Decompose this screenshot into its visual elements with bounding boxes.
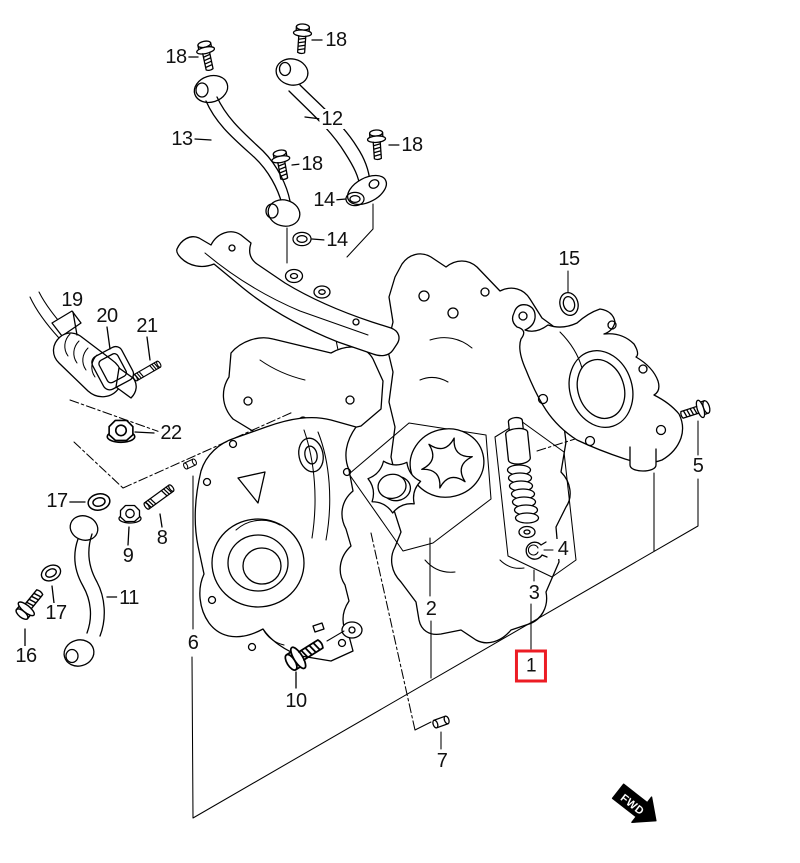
callout-11[interactable]: 11 — [117, 587, 141, 609]
callout-18-4[interactable]: 18 — [299, 153, 325, 175]
relief-valve-assembly — [494, 416, 577, 578]
callout-15[interactable]: 15 — [556, 248, 582, 270]
crankcase-left — [222, 337, 384, 434]
circlip — [525, 541, 548, 560]
oil-pipe-12 — [275, 58, 388, 258]
o-ring-15 — [559, 292, 579, 316]
leader-bolt-10-boss — [326, 630, 345, 642]
rotor-set — [348, 422, 492, 552]
callout-21[interactable]: 21 — [134, 315, 160, 337]
callout-6[interactable]: 6 — [185, 632, 201, 654]
callout-18-2[interactable]: 18 — [323, 29, 349, 51]
oil-pipe-11 — [63, 515, 105, 667]
callout-17-1[interactable]: 17 — [44, 490, 70, 512]
callout-17-2[interactable]: 17 — [43, 602, 69, 624]
callout-4[interactable]: 4 — [555, 538, 571, 560]
oil-pan-rail — [176, 231, 400, 357]
relief-valve-piston — [505, 416, 531, 465]
gasket-20 — [91, 345, 135, 391]
callout-18-1[interactable]: 18 — [163, 46, 189, 68]
assembly-leader-lines — [191, 270, 699, 819]
callout-16[interactable]: 16 — [13, 645, 39, 667]
callout-7[interactable]: 7 — [434, 750, 450, 772]
callout-19[interactable]: 19 — [59, 289, 85, 311]
fwd-arrow — [611, 783, 657, 823]
callout-14-1[interactable]: 14 — [311, 189, 337, 211]
callout-22[interactable]: 22 — [158, 422, 184, 444]
callout-18-3[interactable]: 18 — [399, 134, 425, 156]
label-leaders — [24, 39, 401, 689]
oil-pump-cover — [511, 292, 684, 472]
oil-pipe-13 — [193, 74, 301, 264]
relief-valve-spring — [506, 464, 540, 524]
callout-2[interactable]: 2 — [423, 598, 439, 620]
callout-20[interactable]: 20 — [94, 305, 120, 327]
front-cover — [194, 416, 363, 662]
callout-14-2[interactable]: 14 — [324, 229, 350, 251]
callout-9[interactable]: 9 — [120, 545, 136, 567]
callout-10[interactable]: 10 — [283, 690, 309, 712]
callout-12[interactable]: 12 — [319, 108, 345, 130]
callout-8[interactable]: 8 — [154, 527, 170, 549]
callout-1[interactable]: 1 — [514, 649, 548, 683]
callout-3[interactable]: 3 — [526, 582, 542, 604]
callout-13[interactable]: 13 — [169, 128, 195, 150]
callout-5[interactable]: 5 — [690, 455, 706, 477]
